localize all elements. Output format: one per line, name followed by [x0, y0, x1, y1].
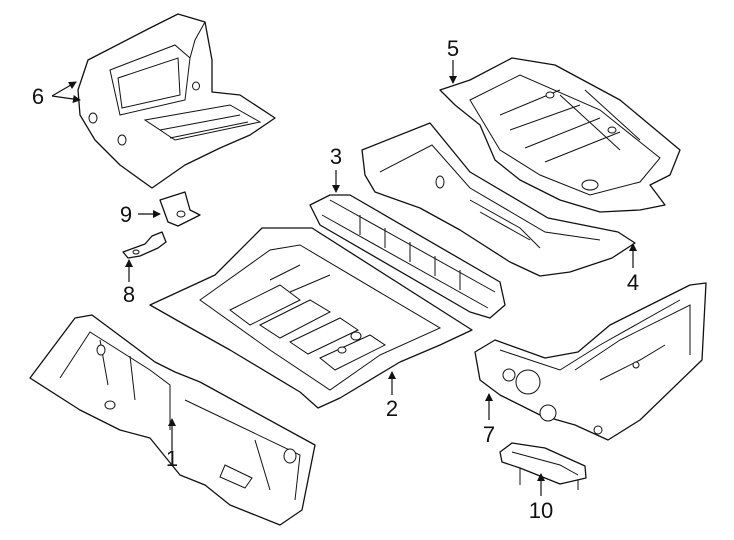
callout-8: 8	[123, 282, 135, 307]
leader-6b	[51, 95, 81, 103]
part-9-bracket	[159, 191, 201, 227]
callout-3: 3	[330, 144, 342, 169]
callout-2: 2	[386, 396, 398, 421]
part-7-rear-rail	[474, 282, 707, 441]
callout-9: 9	[120, 202, 132, 227]
callout-4: 4	[627, 270, 639, 295]
leader-6a	[51, 81, 77, 97]
callout-7: 7	[483, 422, 495, 447]
part-8-bracket	[122, 231, 167, 259]
part-2-floor-pan	[149, 227, 473, 409]
part-6-front-floor	[77, 13, 276, 189]
part-10-bracket	[499, 442, 587, 490]
part-3-crossmember	[309, 194, 506, 319]
callout-6: 6	[32, 84, 44, 109]
callout-1: 1	[166, 446, 178, 471]
part-5-rear-pan	[439, 57, 681, 213]
callout-5: 5	[447, 36, 459, 61]
callout-labels: 1 2 3 4 5 6 7 8 9 10	[32, 36, 639, 523]
leader-lines	[51, 60, 637, 496]
part-4-rear-floor	[361, 122, 636, 277]
callout-10: 10	[529, 498, 553, 523]
